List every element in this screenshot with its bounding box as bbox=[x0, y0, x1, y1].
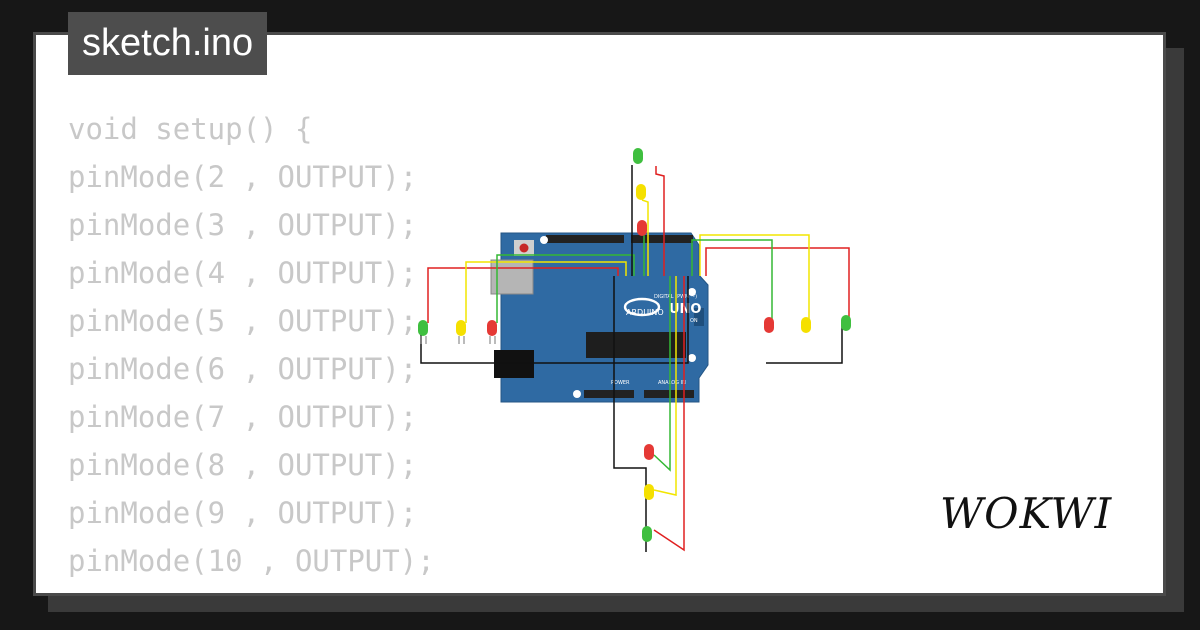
led-green bbox=[642, 526, 652, 542]
led-green bbox=[841, 315, 851, 331]
led-red bbox=[487, 320, 497, 344]
led-group-bottom bbox=[642, 444, 654, 542]
board-power-label: POWER bbox=[611, 380, 630, 386]
board-on-label: ON bbox=[690, 318, 698, 324]
code-line: pinMode(8 , OUTPUT); bbox=[68, 448, 418, 482]
led-group-right bbox=[764, 315, 851, 333]
led-group-top bbox=[633, 148, 647, 236]
led-red bbox=[764, 317, 774, 333]
code-line: pinMode(9 , OUTPUT); bbox=[68, 496, 418, 530]
board-brand-text: ARDUINO bbox=[626, 308, 664, 317]
code-line: pinMode(6 , OUTPUT); bbox=[68, 352, 418, 386]
led-yellow bbox=[644, 484, 654, 500]
led-yellow bbox=[636, 184, 646, 200]
file-tab[interactable]: sketch.ino bbox=[68, 12, 268, 75]
led-green bbox=[633, 148, 643, 164]
led-red bbox=[644, 444, 654, 460]
code-preview: void setup() { pinMode(2 , OUTPUT); pinMod… bbox=[68, 105, 435, 593]
arduino-uno-board: ARDUINO UNO DIGITAL (PWM ~) ON POWER ANA… bbox=[490, 232, 709, 403]
circuit-diagram: ARDUINO UNO DIGITAL (PWM ~) ON POWER ANA… bbox=[418, 148, 851, 552]
code-line: pinMode(4 , OUTPUT); bbox=[68, 256, 418, 290]
led-red bbox=[637, 220, 647, 236]
wokwi-logo-text: WOKWI bbox=[940, 489, 1113, 538]
wokwi-logo[interactable]: WOKWI bbox=[938, 488, 1113, 538]
led-group-left bbox=[418, 320, 497, 344]
code-line: pinMode(5 , OUTPUT); bbox=[68, 304, 418, 338]
code-line: pinMode(3 , OUTPUT); bbox=[68, 208, 418, 242]
led-yellow bbox=[456, 320, 466, 344]
project-preview-card[interactable]: void setup() { pinMode(2 , OUTPUT); pinMod… bbox=[33, 32, 1166, 596]
led-green bbox=[418, 320, 428, 344]
board-analog-label: ANALOG IN bbox=[658, 380, 686, 386]
board-logo-text: UNO bbox=[669, 302, 702, 317]
code-line: pinMode(7 , OUTPUT); bbox=[68, 400, 418, 434]
code-line: void setup() { bbox=[68, 112, 313, 146]
file-tab-label: sketch.ino bbox=[82, 22, 254, 64]
code-line: pinMode(11 , OUTPUT); bbox=[68, 585, 435, 593]
led-yellow bbox=[801, 317, 811, 333]
code-line: pinMode(10 , OUTPUT); bbox=[68, 544, 435, 578]
code-line: pinMode(2 , OUTPUT); bbox=[68, 160, 418, 194]
